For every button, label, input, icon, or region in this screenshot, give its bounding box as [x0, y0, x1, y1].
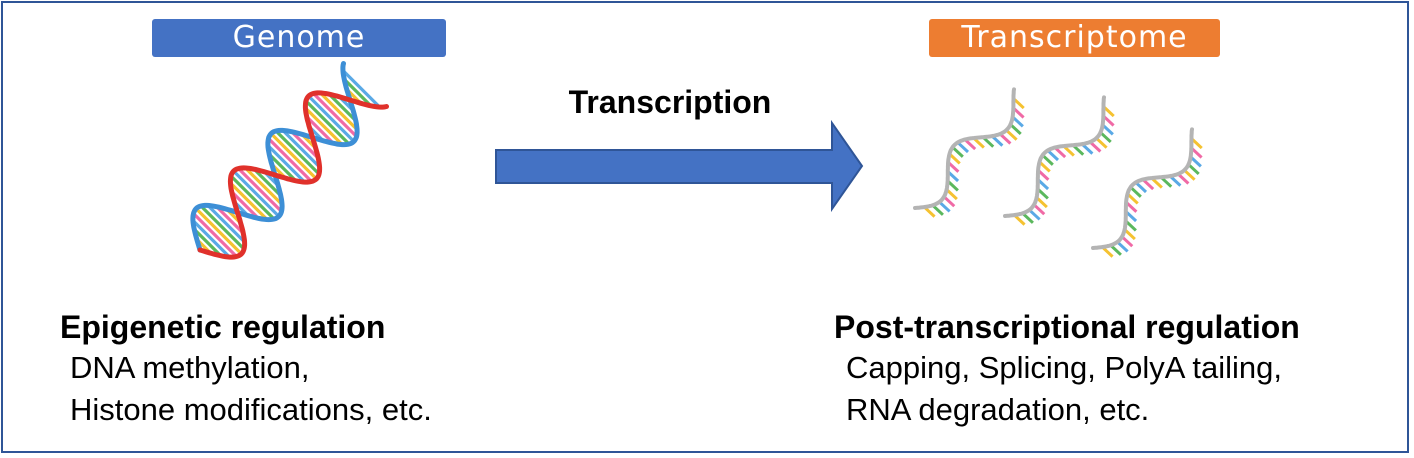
rna-3-base — [1134, 181, 1148, 194]
rna-2-backbone-1 — [1003, 95, 1106, 218]
rna-3-base — [1123, 228, 1136, 241]
dna-base-pair — [328, 93, 357, 122]
dna-base-pair — [194, 207, 243, 256]
rna-strands — [913, 87, 1203, 258]
rna-2-base — [1089, 140, 1102, 153]
rna-2-base — [1038, 160, 1051, 173]
transcription-arrow — [495, 119, 864, 213]
dna-base-pair — [266, 144, 306, 184]
dna-base-pair — [253, 168, 282, 197]
rna-2-base — [1041, 154, 1054, 166]
dna-base-pair — [244, 166, 284, 206]
rna-3-base — [1109, 244, 1122, 256]
post-transcriptional-detail-line-1: Capping, Splicing, PolyA tailing, — [846, 350, 1282, 385]
epigenetic-regulation-heading: Epigenetic regulation — [60, 309, 386, 345]
rna-3-backbone-1 — [1091, 127, 1194, 250]
post-transcriptional-detail-line-2: RNA degradation, etc. — [846, 392, 1150, 427]
transcriptome-label: Transcriptome — [929, 19, 1220, 57]
rna-1-base — [948, 152, 961, 165]
dna-base-pair — [215, 205, 245, 235]
dna-base-pair — [229, 174, 276, 221]
dna-base-pair — [268, 153, 297, 182]
rna-2-base — [1032, 203, 1046, 216]
rna-1-base — [956, 141, 970, 154]
dna-base-pair — [343, 78, 372, 107]
rna-3-base — [1120, 235, 1134, 248]
dna-base-pair — [307, 94, 356, 143]
rna-1-base — [931, 204, 944, 216]
post-transcriptional-regulation-block: Post-transcriptional regulation Capping,… — [834, 307, 1300, 431]
dna-base-pair — [191, 219, 231, 259]
dna-base-pair — [290, 130, 320, 160]
rna-3-base — [1129, 186, 1142, 198]
dna-base-pair — [199, 204, 246, 251]
epigenetic-detail-line-1: DNA methylation, — [70, 350, 310, 385]
rna-2-base — [1095, 137, 1108, 149]
dna-base-pair — [341, 69, 381, 109]
dna-base-pair — [304, 99, 351, 146]
rna-1-base — [938, 200, 951, 213]
rna-1-base — [942, 195, 956, 208]
dna-base-pair — [319, 91, 359, 131]
rna-1-base — [1009, 123, 1022, 136]
rna-3-base — [1177, 172, 1190, 185]
rna-strand-icon — [913, 87, 1025, 218]
rna-3-base — [1183, 169, 1196, 181]
dna-double-helix-icon — [190, 61, 389, 260]
rna-3-base — [1116, 240, 1129, 253]
rna-strand-icon — [1091, 127, 1203, 258]
rna-1-base — [1005, 129, 1018, 141]
rna-1-base — [951, 146, 964, 158]
rna-1-base — [945, 188, 958, 201]
post-transcriptional-regulation-heading: Post-transcriptional regulation — [834, 309, 1300, 345]
dna-base-pair — [192, 212, 238, 258]
dna-base-pair — [274, 129, 321, 176]
rna-1-backbone-1 — [913, 87, 1016, 210]
rna-2-base — [1046, 149, 1060, 162]
dna-base-pair — [267, 137, 313, 183]
dna-base-pair — [229, 181, 269, 221]
genome-label: Genome — [152, 19, 446, 57]
dna-base-pair — [269, 132, 318, 181]
dna-base-pair — [206, 204, 246, 244]
dna-base-pair — [305, 115, 335, 145]
rna-3-base — [1187, 163, 1200, 176]
dna-base-pair — [281, 129, 321, 169]
dna-backbone-1 — [197, 90, 389, 260]
dna-base-pair — [193, 228, 222, 257]
rna-2-base — [1021, 212, 1034, 224]
epigenetic-detail-line-2: Histone modifications, etc. — [70, 392, 432, 427]
rna-1-base — [999, 132, 1012, 145]
dna-base-pair — [237, 167, 283, 213]
dna-base-pair — [230, 190, 260, 220]
rna-2-base — [1099, 131, 1112, 144]
dna-base-pair — [304, 106, 344, 146]
rna-2-base — [1028, 208, 1041, 221]
dna-backbone-2 — [190, 61, 360, 253]
rna-2-base — [1035, 196, 1048, 209]
dna-base-pair — [232, 169, 281, 218]
rna-strand-icon — [1003, 95, 1115, 226]
transcription-label: Transcription — [568, 84, 772, 120]
dna-base-pair — [312, 92, 358, 138]
rna-3-base — [1126, 192, 1139, 205]
epigenetic-regulation-block: Epigenetic regulation DNA methylation, H… — [60, 307, 432, 431]
